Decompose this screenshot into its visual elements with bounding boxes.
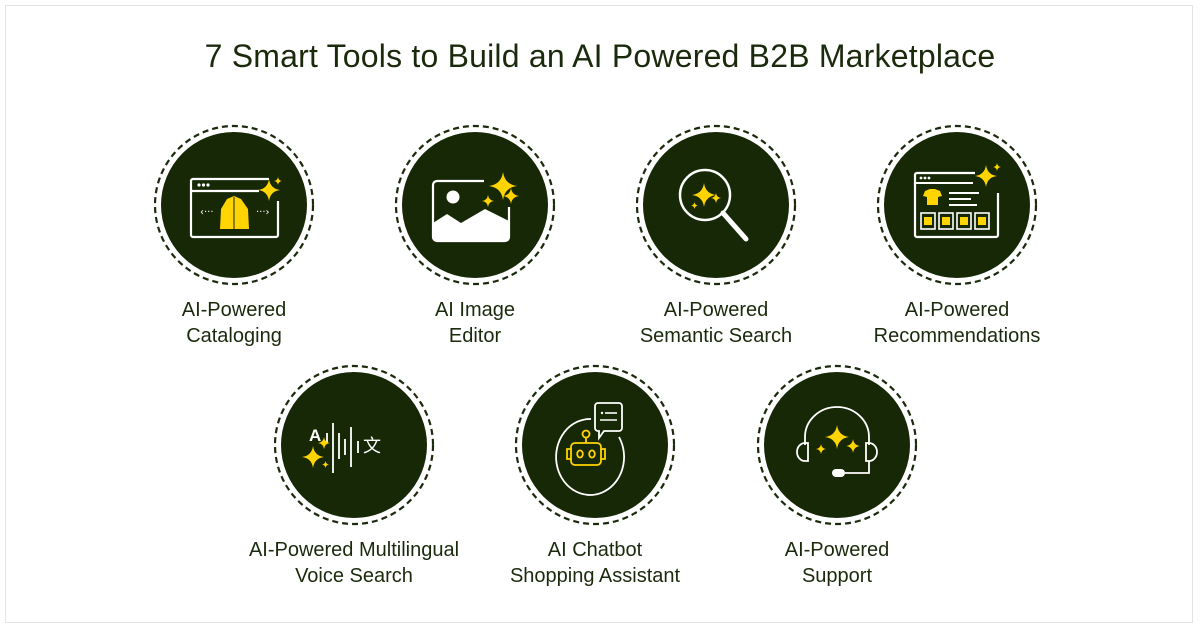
tool-label-line1: AI-Powered Multilingual [248,539,460,561]
svg-text:A: A [309,426,321,445]
tool-label-line2: Voice Search [295,565,413,587]
tool-label-line1: AI-Powered [663,299,769,321]
catalog-browser-icon: ‹··· ···› [152,123,316,287]
tool-label-line2: Semantic Search [639,325,793,347]
product-grid-icon [875,123,1039,287]
tool-label-line1: AI Chatbot [547,539,643,561]
tool-label-line2: Recommendations [873,325,1041,347]
tool-label-line2: Support [801,565,873,587]
svg-text:···›: ···› [256,207,270,218]
image-sparkle-icon [393,123,557,287]
robot-chat-icon [513,363,677,527]
page-title: 7 Smart Tools to Build an AI Powered B2B… [204,38,996,74]
image-frame [5,5,1193,623]
headset-sparkle-icon [755,363,919,527]
magnifier-sparkle-icon [634,123,798,287]
tool-label-line1: AI-Powered [181,299,287,321]
tool-label-line2: Cataloging [186,325,282,347]
tool-label-line1: AI Image [434,299,516,321]
svg-text:文: 文 [363,436,381,457]
voice-translate-icon: A 文 [272,363,436,527]
tool-label-line1: AI-Powered [904,299,1010,321]
tool-label-line2: Shopping Assistant [509,565,681,587]
svg-text:‹···: ‹··· [200,207,214,218]
tool-label-line1: AI-Powered [784,539,890,561]
tool-label-line2: Editor [448,325,502,347]
